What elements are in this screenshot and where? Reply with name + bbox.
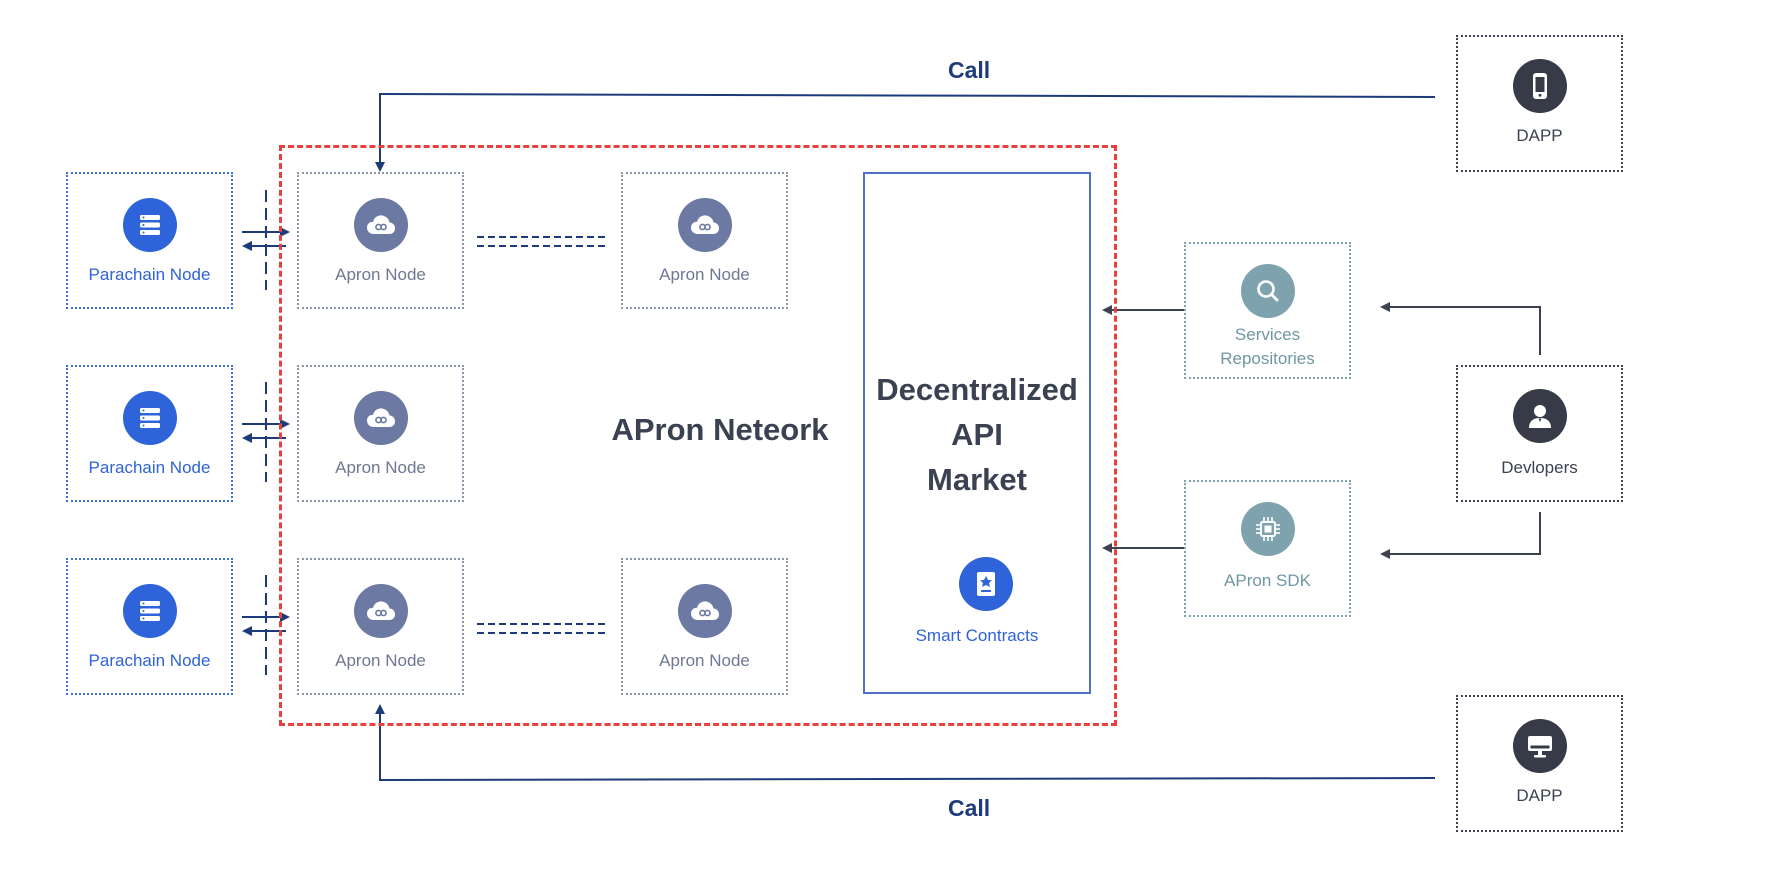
call-bottom-line: [375, 704, 1436, 782]
apron-sdk-label: APron SDK: [1224, 571, 1311, 590]
services-label-line-1: Services: [1234, 325, 1301, 344]
desktop-monitor-icon: [1513, 719, 1567, 773]
parachain-node-label: Parachain Node: [88, 265, 211, 284]
apron-node-2[interactable]: Apron Node: [621, 172, 788, 309]
smart-contracts-label: Smart Contracts: [915, 626, 1039, 645]
services-repositories[interactable]: Services Repositories: [1184, 242, 1351, 379]
dapp-bottom-label: DAPP: [1516, 786, 1563, 805]
parachain-node-3[interactable]: Parachain Node: [66, 558, 233, 695]
cloud-icon: [354, 198, 408, 252]
apron-node-1[interactable]: Apron Node: [297, 172, 464, 309]
market-title-line-2: API: [951, 417, 1003, 452]
search-icon: [1241, 264, 1295, 318]
parachain-node-2[interactable]: Parachain Node: [66, 365, 233, 502]
developers-to-services-arrow: [1380, 302, 1541, 355]
person-icon: [1513, 389, 1567, 443]
call-top-label: Call: [948, 57, 991, 83]
cloud-icon: [678, 198, 732, 252]
developers-label: Devlopers: [1501, 458, 1578, 477]
parachain-node-label: Parachain Node: [88, 651, 211, 670]
cloud-icon: [354, 584, 408, 638]
market-title-line-3: Market: [927, 462, 1027, 497]
apron-node-4[interactable]: Apron Node: [297, 558, 464, 695]
parachain-node-label: Parachain Node: [88, 458, 211, 477]
chip-icon: [1241, 502, 1295, 556]
call-bottom-label: Call: [948, 795, 991, 821]
cloud-icon: [354, 391, 408, 445]
call-top-line: [375, 92, 1436, 172]
dapp-top-label: DAPP: [1516, 126, 1563, 145]
cloud-icon: [678, 584, 732, 638]
contract-icon: [959, 557, 1013, 611]
dapp-top[interactable]: DAPP: [1456, 35, 1623, 172]
apron-node-3[interactable]: Apron Node: [297, 365, 464, 502]
apron-node-label: Apron Node: [659, 651, 750, 670]
dapp-bottom[interactable]: DAPP: [1456, 695, 1623, 832]
apron-node-label: Apron Node: [335, 651, 426, 670]
apron-node-label: Apron Node: [659, 265, 750, 284]
developers-to-sdk-arrow: [1380, 512, 1541, 559]
server-icon: [123, 391, 177, 445]
parachain-node-1[interactable]: Parachain Node: [66, 172, 233, 309]
apron-sdk[interactable]: APron SDK: [1184, 480, 1351, 617]
apron-node-label: Apron Node: [335, 265, 426, 284]
decentralized-api-market[interactable]: Decentralized API Market Smart Contracts: [863, 172, 1091, 694]
services-label-line-2: Repositories: [1220, 349, 1315, 368]
market-title-line-1: Decentralized: [876, 372, 1078, 407]
developers[interactable]: Devlopers: [1456, 365, 1623, 502]
server-icon: [123, 584, 177, 638]
apron-network-boundary: [279, 145, 1117, 726]
apron-node-5[interactable]: Apron Node: [621, 558, 788, 695]
apron-node-label: Apron Node: [335, 458, 426, 477]
server-icon: [123, 198, 177, 252]
mobile-phone-icon: [1513, 59, 1567, 113]
network-label: APron Neteork: [611, 412, 829, 447]
